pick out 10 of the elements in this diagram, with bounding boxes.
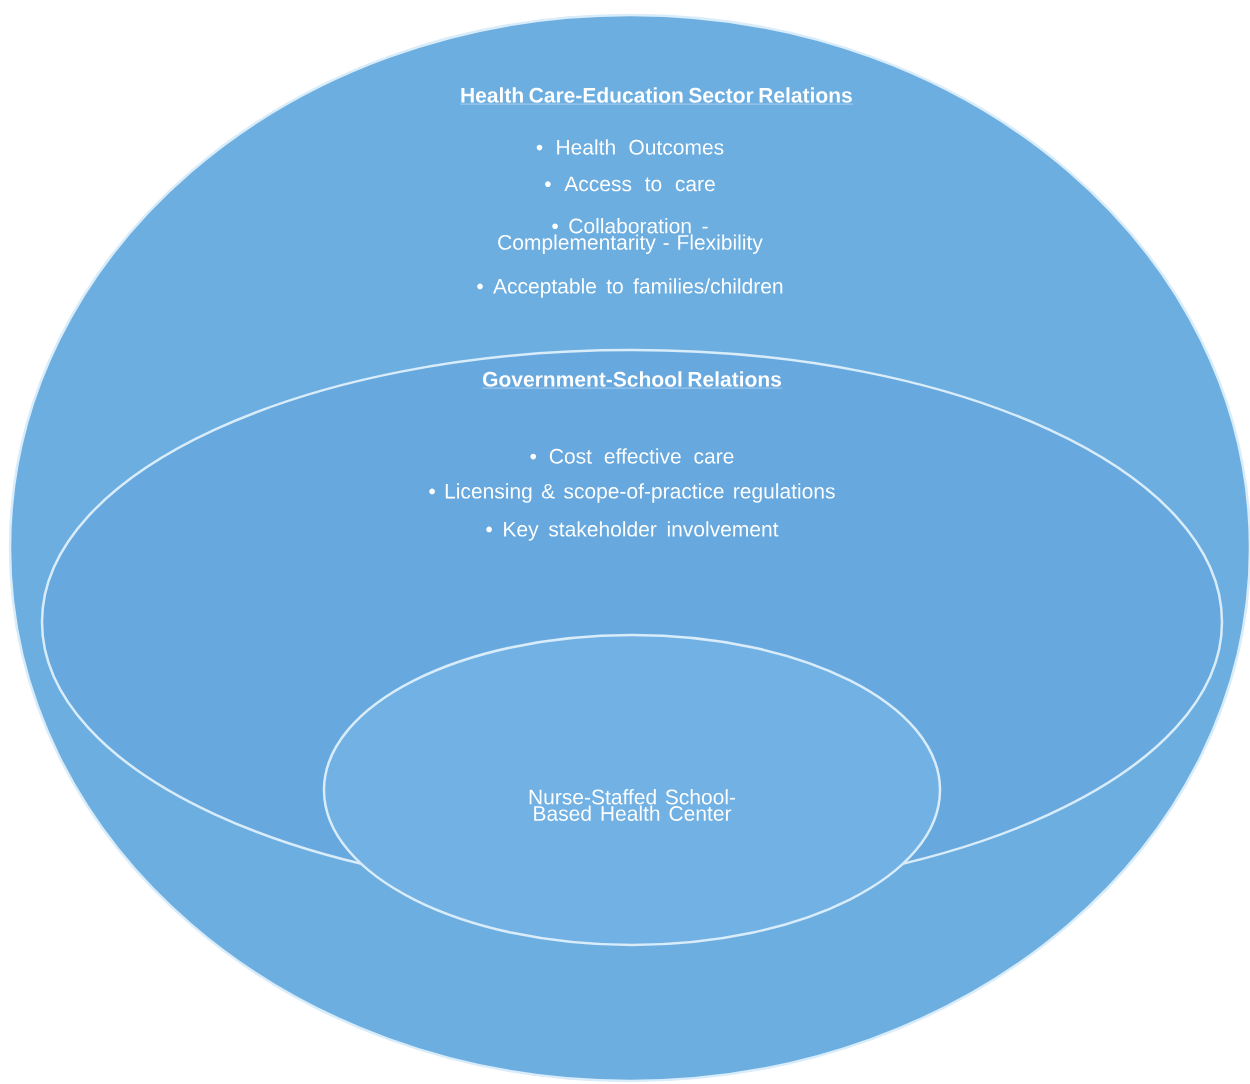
bullet-item: • Health Outcomes xyxy=(536,139,724,155)
heading: Government-School Relations xyxy=(481,371,783,389)
bullet-item: • Collaboration - Complementarity - Flexibility xyxy=(498,218,763,254)
heading: Health Care-Education Sector Relations xyxy=(459,87,853,105)
center-label: Nurse-Staffed School-Based Health Center xyxy=(529,789,736,821)
bullet-item: • Acceptable to families/children xyxy=(477,278,783,298)
bullet-item: • Key stakeholder involvement xyxy=(486,521,779,541)
bullet-item: • Access to care xyxy=(545,176,715,192)
bullet-item: • Cost effective care xyxy=(530,448,734,464)
bullet-item: • Licensing & scope-of-practice regulations xyxy=(429,483,835,503)
